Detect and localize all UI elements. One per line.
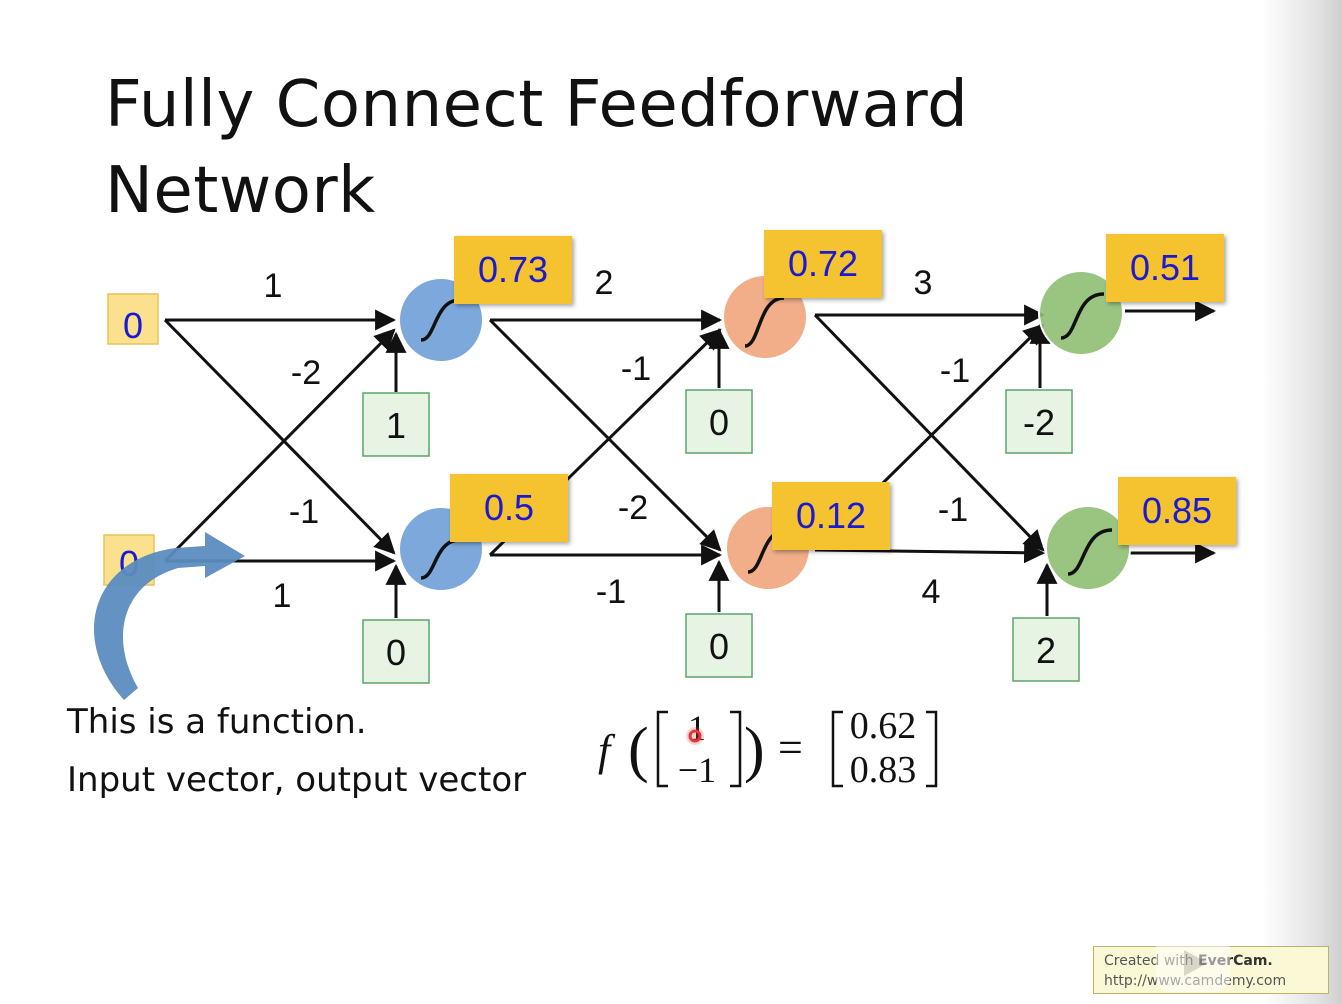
neuron-l3-top <box>1038 270 1124 356</box>
edge-in1-n12 <box>163 318 396 555</box>
weight-label: -2 <box>291 354 321 392</box>
input-vector-2: −1 <box>678 750 716 790</box>
bias-value: 0 <box>386 632 406 673</box>
formula-equals: = <box>778 723 803 772</box>
sigmoid-icon <box>1060 292 1105 340</box>
slide-title: Fully Connect Feedforward Network <box>105 62 1105 234</box>
bias-value: 1 <box>386 405 406 446</box>
edge-n11-n22 <box>488 318 722 552</box>
weight-label: -1 <box>596 573 626 611</box>
bias-value: -2 <box>1023 402 1055 443</box>
weight-label: 1 <box>264 267 283 305</box>
formula-function: f <box>598 726 616 775</box>
input-value-1: 0 <box>123 305 143 346</box>
bracket-right-icon <box>730 710 742 788</box>
weight-label: -1 <box>938 491 968 529</box>
title-line-2: Network <box>105 154 376 228</box>
bracket-right-icon <box>926 710 938 788</box>
activation-value: 0.12 <box>796 495 866 536</box>
watermark-prefix: Created with <box>1104 953 1199 969</box>
formula: f ( 1 −1 ) = 0.62 0.83 <box>598 705 938 791</box>
activation-value: 0.5 <box>484 487 534 528</box>
weight-labels: 1 -2 -1 1 2 -1 -2 -1 3 -1 -1 4 <box>264 264 971 615</box>
output-value-boxes: 0.73 0.5 0.72 0.12 0.51 0.85 <box>450 230 1236 550</box>
weight-label: -1 <box>621 350 651 388</box>
sigmoid-icon <box>1067 528 1113 576</box>
pointer-cursor-icon <box>688 729 702 743</box>
evercam-watermark: Created with EverCam. http://www.camdemy… <box>1093 946 1329 994</box>
play-button-icon[interactable] <box>1148 912 1238 1002</box>
caption-line-2: Input vector, output vector <box>67 760 527 800</box>
activation-value: 0.73 <box>478 249 548 290</box>
watermark-brand: EverCam. <box>1198 953 1273 969</box>
activation-value: 0.72 <box>788 243 858 284</box>
weight-label: -1 <box>289 493 319 531</box>
weight-label: 3 <box>914 264 933 302</box>
output-vector-2: 0.83 <box>850 749 917 791</box>
paren-open-icon: ( <box>628 716 649 784</box>
caption-line-1: This is a function. <box>67 702 367 742</box>
sigmoid-icon <box>744 296 785 348</box>
neuron-l3-bottom <box>1045 505 1131 591</box>
weight-label: -2 <box>618 489 648 527</box>
title-line-1: Fully Connect Feedforward <box>105 68 969 142</box>
edge-n22-n32 <box>814 542 1046 564</box>
weight-label: 4 <box>922 573 941 611</box>
activation-value: 0.85 <box>1142 490 1212 531</box>
edge-n21-n32 <box>813 313 1045 552</box>
paren-close-icon: ) <box>744 716 765 784</box>
weight-label: 2 <box>595 264 614 302</box>
weight-label: -1 <box>940 352 970 390</box>
slide-edge-shadow <box>1262 0 1342 1004</box>
weight-label: 1 <box>273 577 292 615</box>
output-vector-1: 0.62 <box>850 705 917 747</box>
bracket-left-icon <box>831 710 843 788</box>
activation-value: 0.51 <box>1130 247 1200 288</box>
input-vector-1: 1 <box>688 708 706 748</box>
sigmoid-icon <box>420 298 461 342</box>
bias-value: 0 <box>709 402 729 443</box>
curved-arrow-icon <box>93 532 245 700</box>
bias-boxes: 1 0 0 0 -2 2 <box>362 389 1080 684</box>
connections <box>163 300 1217 618</box>
bias-value: 2 <box>1036 630 1056 671</box>
bracket-left-icon <box>656 710 668 788</box>
bias-value: 0 <box>709 626 729 667</box>
edge-in2-n11 <box>163 328 396 563</box>
watermark-url: http://www.camdemy.com <box>1104 971 1328 991</box>
inputs: 0 0 <box>103 293 159 586</box>
